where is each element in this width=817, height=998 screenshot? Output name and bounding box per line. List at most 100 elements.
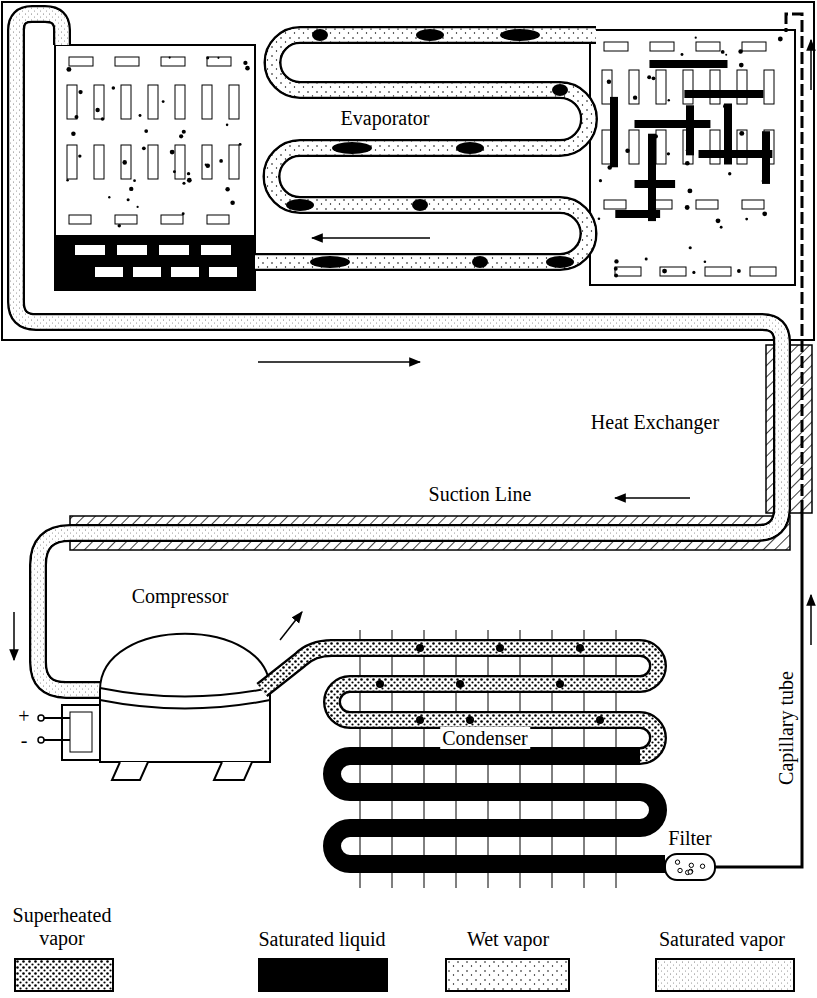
drawing-stroke xyxy=(217,57,219,59)
drawing-stroke xyxy=(187,172,190,175)
drawing-stroke xyxy=(552,84,568,96)
drawing-stroke xyxy=(175,85,185,119)
drawing-stroke xyxy=(175,145,185,179)
drawing-stroke xyxy=(629,130,639,164)
part-label: Heat Exchanger xyxy=(589,411,721,433)
condenser-coil xyxy=(262,644,665,864)
evaporator-plate xyxy=(590,30,795,285)
drawing-stroke xyxy=(67,85,77,119)
drawing-stroke xyxy=(229,145,239,179)
drawing-stroke xyxy=(312,29,328,41)
drawing-stroke xyxy=(226,124,229,127)
drawing-stroke xyxy=(171,267,199,277)
drawing-stroke xyxy=(66,67,71,72)
drawing-stroke xyxy=(762,211,767,216)
drawing-stroke xyxy=(280,612,302,640)
drawing-stroke xyxy=(738,49,743,54)
drawing-stroke xyxy=(604,42,628,51)
flow-arrows xyxy=(14,40,811,660)
drawing-stroke xyxy=(604,200,626,209)
discharge-tube-outline xyxy=(262,648,332,690)
drawing-stroke xyxy=(596,716,604,724)
drawing-stroke xyxy=(696,200,718,209)
drawing-stroke xyxy=(173,170,176,173)
drawing-stroke xyxy=(683,70,693,104)
legend-label: Saturated vapor xyxy=(637,928,807,951)
drawing-stroke xyxy=(678,868,682,872)
swatch-pattern xyxy=(16,960,112,990)
drawing-stroke xyxy=(258,361,420,363)
drawing-stroke xyxy=(456,142,484,154)
drawing-stroke xyxy=(615,267,641,276)
drawing-stroke xyxy=(614,267,618,271)
drawing-stroke xyxy=(78,154,81,157)
drawing-stroke xyxy=(610,97,618,167)
drawing-stroke xyxy=(660,267,686,276)
drawing-stroke xyxy=(148,145,158,179)
drawing-stroke xyxy=(704,260,707,263)
drawing-stroke xyxy=(750,267,776,276)
drawing-stroke xyxy=(101,117,105,121)
drawing-stroke xyxy=(696,42,720,51)
drawing-stroke xyxy=(684,90,763,98)
drawing-stroke xyxy=(115,57,139,66)
drawing-stroke xyxy=(209,267,237,277)
drawing-stroke xyxy=(710,70,720,104)
drawing-stroke xyxy=(94,145,104,179)
drawing-stroke xyxy=(634,120,710,128)
drawing-stroke xyxy=(230,200,235,205)
drawing-stroke xyxy=(645,258,648,261)
drawing-stroke xyxy=(74,115,78,119)
drawing-stroke xyxy=(127,198,130,201)
evaporator-plate xyxy=(55,45,255,290)
drawing-stroke xyxy=(55,235,255,290)
legend-swatch xyxy=(445,958,570,992)
drawing-stroke xyxy=(179,134,183,138)
drawing-stroke xyxy=(667,152,670,155)
drawing-stroke xyxy=(67,145,77,179)
freezer-compartment xyxy=(2,2,814,340)
drawing-stroke xyxy=(742,200,764,209)
drawing-stroke xyxy=(100,700,270,709)
drawing-stroke xyxy=(225,187,229,191)
drawing-stroke xyxy=(472,256,488,268)
drawing-stroke xyxy=(202,145,212,179)
drawing-stroke xyxy=(607,165,612,170)
drawing-stroke xyxy=(75,245,105,255)
drawing-stroke xyxy=(187,178,192,183)
condenser-tube-outline xyxy=(330,648,658,756)
legend-label: Superheated vapor xyxy=(2,904,122,950)
capillary-tube xyxy=(715,512,802,867)
drawing-stroke xyxy=(133,267,161,277)
drawing-stroke xyxy=(95,267,123,277)
capillary-tube xyxy=(786,14,802,512)
drawing-stroke xyxy=(108,196,110,198)
drawing-stroke xyxy=(94,85,104,119)
drawing-stroke xyxy=(724,103,732,164)
drawing-stroke xyxy=(170,150,175,155)
drawing-stroke xyxy=(739,131,744,136)
evaporator-coil xyxy=(255,29,596,268)
condenser-tube-bore xyxy=(330,648,658,756)
drawing-stroke xyxy=(695,37,697,39)
drawing-stroke xyxy=(139,114,142,117)
part-label: Condenser xyxy=(440,727,530,749)
part-label: Filter xyxy=(666,827,713,849)
drawing-stroke xyxy=(689,246,692,249)
drawing-stroke xyxy=(590,30,795,285)
swatch-pattern xyxy=(657,960,793,990)
drawing-stroke xyxy=(710,130,720,164)
drawing-stroke xyxy=(100,634,270,762)
drawing-stroke xyxy=(38,737,44,743)
drawing-stroke xyxy=(416,29,444,41)
drawing-stroke xyxy=(742,42,766,51)
drawing-stroke xyxy=(112,762,252,780)
drawing-stroke xyxy=(169,56,171,58)
drawing-stroke xyxy=(665,854,715,880)
suction-tube-bore xyxy=(16,14,782,690)
drawing-stroke xyxy=(182,182,185,185)
drawing-stroke xyxy=(182,130,186,134)
drawing-stroke xyxy=(656,70,666,104)
drawing-stroke xyxy=(376,680,384,688)
